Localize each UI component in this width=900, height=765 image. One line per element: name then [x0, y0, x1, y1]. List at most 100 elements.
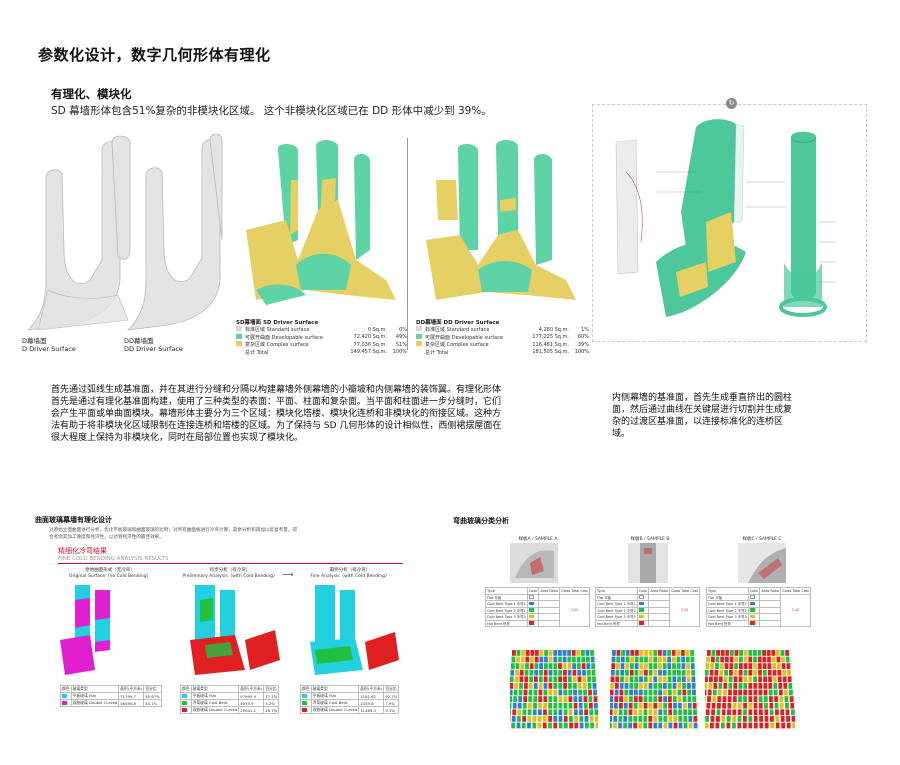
- glass-panel: [758, 702, 763, 709]
- glass-panel: [769, 709, 774, 716]
- glass-panel: [525, 656, 530, 663]
- glass-panel: [577, 683, 582, 689]
- glass-panel: [539, 656, 544, 663]
- glass-panel: [710, 663, 715, 669]
- glass-panel: [581, 656, 586, 663]
- glass-panel: [705, 663, 710, 669]
- glass-panel: [611, 663, 616, 669]
- glass-panel: [742, 722, 747, 729]
- glass-panel: [643, 683, 648, 689]
- glass-panel: [537, 716, 542, 722]
- glass-panel: [613, 716, 618, 722]
- glass-panel: [681, 650, 685, 656]
- glass-panel: [568, 702, 573, 709]
- glass-panel: [790, 702, 795, 709]
- glass-panel: [583, 696, 588, 702]
- glass-panel: [769, 696, 773, 702]
- glass-panel: [785, 656, 790, 663]
- glass-panel: [514, 676, 519, 683]
- glass-panel: [587, 683, 592, 689]
- glass-panel: [553, 656, 558, 663]
- glass-panel: [629, 683, 634, 689]
- glass-panel: [527, 722, 531, 729]
- glass-panel: [721, 709, 726, 716]
- glass-table-original: 颜色 玻璃类型 面积(平方米) 百分比 平板玻璃 Flat 71799.7 55…: [60, 685, 162, 707]
- table-row: 复杂区域 Complex surface 116,481 Sq.m. 39%: [416, 341, 591, 349]
- glass-panel: [671, 650, 676, 656]
- glass-panel: [775, 709, 779, 716]
- glass-panel: [770, 722, 775, 729]
- glass-panel: [522, 709, 527, 716]
- glass-panel: [610, 702, 613, 709]
- glass-panel: [667, 656, 672, 663]
- dd-legend: DD幕墙面 DD Driver Surface 标准区域 Standard su…: [416, 318, 591, 356]
- glass-panel: [582, 683, 587, 689]
- glass-panel: [737, 709, 742, 716]
- glass-panel: [548, 702, 553, 709]
- glass-panel: [720, 656, 725, 663]
- glass-panel: [727, 702, 732, 709]
- glass-panel: [587, 676, 592, 683]
- table-row: Cold Bent Type 1 冷弯1: [706, 600, 811, 608]
- glass-table-preliminary: 颜色 玻璃类型 面积(平方米) 百分比 平板玻璃 Flat 97995.9 77…: [180, 685, 280, 714]
- glass-panel: [757, 663, 762, 669]
- glass-panel: [595, 716, 598, 722]
- glass-panel: [538, 709, 542, 716]
- glass-panel: [658, 709, 663, 716]
- glass-panel: [708, 683, 713, 689]
- rotate-handle-icon[interactable]: ↻: [726, 98, 737, 109]
- glass-panel: [644, 656, 648, 663]
- color-swatch: [528, 614, 534, 618]
- glass-panel: [625, 663, 630, 669]
- glass-panel: [514, 683, 518, 689]
- glass-panel: [543, 716, 547, 722]
- glass-panel: [567, 656, 572, 663]
- glass-panel: [572, 656, 576, 663]
- dd-white-model: [126, 133, 223, 331]
- glass-panel: [578, 689, 582, 696]
- glass-panel: [513, 696, 517, 702]
- glass-panel: [625, 669, 629, 676]
- glass-panel: [558, 689, 563, 696]
- glass-panel: [713, 683, 718, 689]
- glass-panel: [748, 716, 753, 722]
- glass-panel: [610, 676, 615, 683]
- legend-swatch: [416, 326, 422, 332]
- glass-panel: [648, 650, 653, 656]
- glass-panel: [582, 676, 587, 683]
- color-swatch: [638, 601, 644, 605]
- glass-panel: [534, 669, 539, 676]
- glass-panel: [548, 683, 553, 689]
- glass-panel: [772, 663, 776, 669]
- glass-panel: [517, 716, 521, 722]
- glass-panel: [729, 669, 733, 676]
- glass-panel: [711, 709, 715, 716]
- glass-panel: [733, 683, 738, 689]
- glass-panel: [511, 656, 516, 663]
- glass-panel: [707, 650, 711, 656]
- glass-panel: [643, 702, 648, 709]
- glass-panel: [553, 722, 558, 729]
- glass-panel: [548, 676, 553, 683]
- glass-panel: [663, 702, 667, 709]
- glass-panel: [611, 656, 616, 663]
- glass-panel: [629, 676, 634, 683]
- glass-panel: [692, 696, 697, 702]
- glass-panel: [538, 689, 543, 696]
- glass-panel: [614, 689, 619, 696]
- glass-panel: [533, 696, 538, 702]
- dd-analysis-model: [426, 140, 576, 300]
- glass-panel: [562, 650, 567, 656]
- glass-panel: [512, 702, 517, 709]
- glass-panel: [711, 702, 716, 709]
- glass-panel: [543, 669, 548, 676]
- glass-panel: [686, 676, 691, 683]
- glass-panel: [658, 663, 662, 669]
- diagram-right-cylinder: [779, 131, 827, 317]
- glass-panel: [653, 650, 658, 656]
- glass-panel: [688, 722, 693, 729]
- glass-panel: [510, 663, 515, 669]
- glass-panel: [512, 709, 517, 716]
- glass-panel: [628, 702, 633, 709]
- sd-legend-table: 标准区域 Standard surface 0 Sq.m. 0% 可展开曲面 D…: [236, 326, 409, 356]
